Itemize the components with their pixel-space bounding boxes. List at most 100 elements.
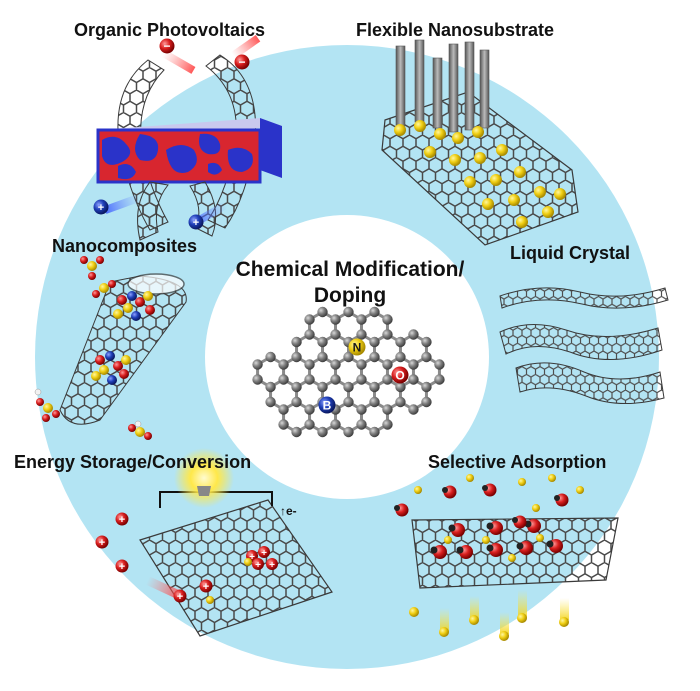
free-molecules <box>394 474 584 641</box>
svg-text:+: + <box>203 581 209 593</box>
carbon-atom <box>395 336 406 348</box>
carbon-atom <box>265 396 276 408</box>
carbon-atom <box>330 329 341 340</box>
carbon-atom <box>369 306 380 318</box>
electron-charge-symbol: − <box>238 55 245 69</box>
carbon-atom <box>343 426 354 438</box>
positive-ion: + <box>115 512 129 526</box>
carbon-atom <box>278 359 289 370</box>
carbon-atom <box>317 306 328 318</box>
carbon-atom <box>317 426 328 438</box>
liquid-crystal-illustration <box>499 287 669 405</box>
carbon-atom <box>317 351 328 363</box>
carbon-atom <box>395 396 406 408</box>
carbon-atom <box>265 381 276 393</box>
energy-storage-illustration: ↑e- + + + + + + + <box>95 448 333 637</box>
carbon-atom <box>369 396 380 408</box>
carbon-atom <box>252 359 263 370</box>
carbon-atom <box>408 359 419 370</box>
boron-dopant: B <box>318 396 336 414</box>
carbon-atom <box>330 374 341 385</box>
nitrogen-dopant: N <box>348 338 366 356</box>
carbon-atom <box>265 351 276 363</box>
carbon-atom <box>421 351 432 363</box>
carbon-atom <box>304 374 315 385</box>
carbon-atom <box>382 404 393 415</box>
lightbulb-icon <box>174 448 234 508</box>
center-title-line-2: Doping <box>313 284 387 307</box>
carbon-atom <box>395 381 406 393</box>
carbon-atom <box>317 336 328 348</box>
carbon-atom <box>330 359 341 370</box>
carbon-atom <box>421 381 432 393</box>
carbon-atom <box>343 306 354 318</box>
positive-ion: + <box>266 558 278 571</box>
carbon-atom <box>356 419 367 430</box>
carbon-atom <box>356 404 367 415</box>
label-energy-storage: Energy Storage/Conversion <box>14 452 252 472</box>
carbon-atom <box>421 396 432 408</box>
carbon-atom <box>252 374 263 385</box>
positive-ion: + <box>199 579 213 593</box>
carbon-atom <box>434 374 445 385</box>
boron-label: B <box>323 399 332 413</box>
carbon-atom <box>343 381 354 393</box>
carbon-atom <box>356 359 367 370</box>
carbon-atom <box>317 381 328 393</box>
carbon-atom <box>304 359 315 370</box>
oxygen-dopant: O <box>391 366 409 384</box>
carbon-atom <box>291 426 302 438</box>
carbon-atom <box>330 419 341 430</box>
carbon-atom <box>304 404 315 415</box>
carbon-atom <box>304 419 315 430</box>
svg-text:+: + <box>249 552 255 563</box>
carbon-atom <box>343 396 354 408</box>
nanocomposites-illustration <box>34 256 187 440</box>
carbon-atom <box>369 336 380 348</box>
label-nanocomposites: Nanocomposites <box>52 236 198 256</box>
oxygen-label: O <box>395 369 404 383</box>
carbon-atom <box>304 314 315 325</box>
carbon-atom <box>278 404 289 415</box>
carbon-atom <box>382 329 393 340</box>
label-flexible-nanosubstrate: Flexible Nanosubstrate <box>356 20 555 40</box>
carbon-atom <box>382 314 393 325</box>
carbon-atom <box>408 374 419 385</box>
svg-text:+: + <box>255 560 261 571</box>
carbon-atom <box>278 374 289 385</box>
carbon-atom <box>291 351 302 363</box>
organic-photovoltaics-illustration: − − + + <box>93 34 282 241</box>
flexible-nanosubstrate-illustration <box>381 39 579 246</box>
carbon-atom <box>356 314 367 325</box>
svg-text:+: + <box>99 537 105 549</box>
label-organic-photovoltaics: Organic Photovoltaics <box>74 20 266 40</box>
label-selective-adsorption: Selective Adsorption <box>428 452 607 472</box>
svg-text:+: + <box>119 561 125 573</box>
carbon-atom <box>330 314 341 325</box>
carbon-atom <box>343 351 354 363</box>
carbon-atom <box>291 336 302 348</box>
positive-ion: + <box>258 546 270 559</box>
hole-charge-symbol: + <box>98 202 104 214</box>
adsorbed-molecules <box>430 519 563 562</box>
label-liquid-crystal: Liquid Crystal <box>510 243 631 263</box>
carbon-atom <box>434 359 445 370</box>
nitrogen-label: N <box>353 341 362 355</box>
carbon-atom <box>356 329 367 340</box>
carbon-atom <box>408 404 419 415</box>
svg-text:+: + <box>177 591 183 603</box>
carbon-atom <box>369 351 380 363</box>
carbon-atom <box>278 419 289 430</box>
carbon-atom <box>304 329 315 340</box>
carbon-atom <box>408 329 419 340</box>
carbon-atom <box>291 396 302 408</box>
carbon-atom <box>369 426 380 438</box>
electron-flow-label: ↑e- <box>280 504 297 518</box>
carbon-atom <box>369 381 380 393</box>
carbon-atom <box>395 351 406 363</box>
carbon-atom <box>421 336 432 348</box>
positive-ion: + <box>115 559 129 573</box>
svg-text:+: + <box>269 560 275 571</box>
